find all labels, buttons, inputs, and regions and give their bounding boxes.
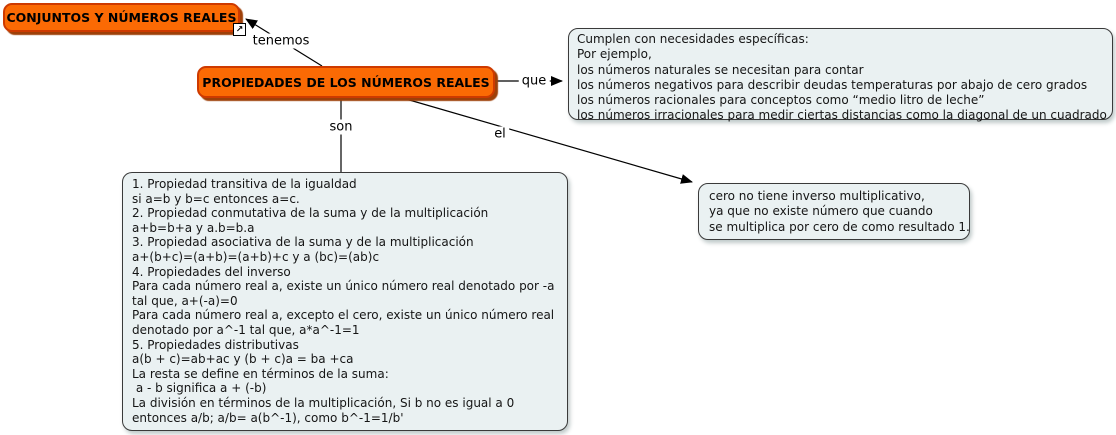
linking-phrase-el[interactable]: el [491,126,509,142]
text-line: a(b + c)=ab+ac y (b + c)a = ba +ca [132,352,354,367]
text-line: 5. Propiedades distributivas [132,337,299,352]
text-line: Cumplen con necesidades específicas: [577,32,809,46]
text-line: se multiplica por cero de como resultado… [709,219,970,234]
text-line: Para cada número real a, existe un único… [132,279,555,294]
text-line: La resta se define en términos de la sum… [132,366,389,381]
resource-link-icon[interactable]: ↗ [233,23,246,36]
concept-title: PROPIEDADES DE LOS NÚMEROS REALES [202,74,490,90]
text-line: si a=b y b=c entonces a=c. [132,191,300,206]
concept-node-propiedades-lista[interactable]: 1. Propiedad transitiva de la igualdad s… [122,172,568,431]
text-line: 1. Propiedad transitiva de la igualdad [132,177,357,191]
concept-node-propiedades[interactable]: PROPIEDADES DE LOS NÚMEROS REALES [197,66,495,98]
text-line: a+(b+c)=(a+b)=(a+b)+c y a (bc)=(ab)c [132,249,380,264]
text-line: Por ejemplo, [577,47,652,62]
text-line: La división en términos de la multiplica… [132,395,515,410]
text-line: 4. Propiedades del inverso [132,264,291,279]
text-line: los números irracionales para medir cier… [577,108,1107,123]
text-line: los números racionales para conceptos co… [577,93,985,108]
linking-phrase-que[interactable]: que [518,73,550,89]
text-line: ya que no existe número que cuando [709,204,933,219]
text-line: cero no tiene inverso multiplicativo, [709,189,925,203]
concept-title: CONJUNTOS Y NÚMEROS REALES [6,10,237,25]
concept-node-cero[interactable]: cero no tiene inverso multiplicativo, ya… [698,183,970,240]
text-line: los números naturales se necesitan para … [577,62,864,77]
text-line: a - b significa a + (-b) [132,381,267,396]
linking-phrase-son[interactable]: son [326,119,356,135]
concept-node-conjuntos[interactable]: CONJUNTOS Y NÚMEROS REALES [3,3,240,32]
text-line: 3. Propiedad asociativa de la suma y de … [132,235,474,250]
concept-node-necesidades[interactable]: Cumplen con necesidades específicas: Por… [568,28,1113,123]
text-line: los números negativos para describir deu… [577,77,1088,92]
text-line: a+b=b+a y a.b=b.a [132,220,255,235]
text-line: Para cada número real a, excepto el cero… [132,308,555,323]
linking-phrase-tenemos[interactable]: tenemos [249,33,313,49]
text-line: denotado por a^-1 tal que, a*a^-1=1 [132,322,360,337]
link-line-el [398,96,693,184]
text-line: entonces a/b; a/b= a(b^-1), como b^-1=1/… [132,410,404,425]
text-line: 2. Propiedad conmutativa de la suma y de… [132,206,489,221]
text-line: tal que, a+(-a)=0 [132,293,238,308]
